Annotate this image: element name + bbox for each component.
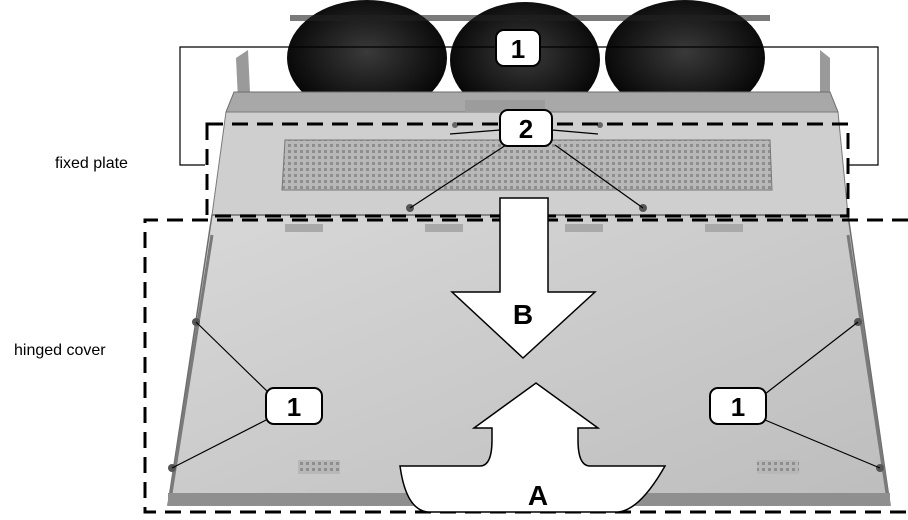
- callout-left-screw: 1: [265, 387, 323, 425]
- arrow-down-label: B: [513, 299, 533, 330]
- screw-icon: [597, 122, 603, 128]
- screw-icon: [452, 122, 458, 128]
- callout-fans: 1: [495, 29, 541, 67]
- arrow-down-icon: B: [450, 197, 597, 360]
- device-housing: [167, 50, 891, 506]
- callout-fixed-plate-screws: 2: [499, 109, 553, 147]
- leader-lines: [171, 46, 881, 469]
- callout-fans-label: 1: [511, 34, 525, 64]
- arrow-up-label: A: [528, 480, 548, 511]
- vent-right: [757, 460, 799, 474]
- fan-right-icon: [605, 0, 765, 116]
- callout-fixed-plate-screws-label: 2: [519, 114, 533, 144]
- vent-left: [298, 460, 340, 474]
- fans: [287, 0, 770, 118]
- fan-left-icon: [287, 0, 447, 116]
- callout-right-screw-label: 1: [731, 392, 745, 422]
- air-filter: [281, 139, 773, 191]
- callout-right-screw: 1: [709, 387, 767, 425]
- arrow-up-icon: A: [399, 382, 667, 513]
- fixed-plate-label: fixed plate: [55, 155, 128, 172]
- hinged-cover-label: hinged cover: [14, 342, 106, 359]
- callout-left-screw-label: 1: [287, 392, 301, 422]
